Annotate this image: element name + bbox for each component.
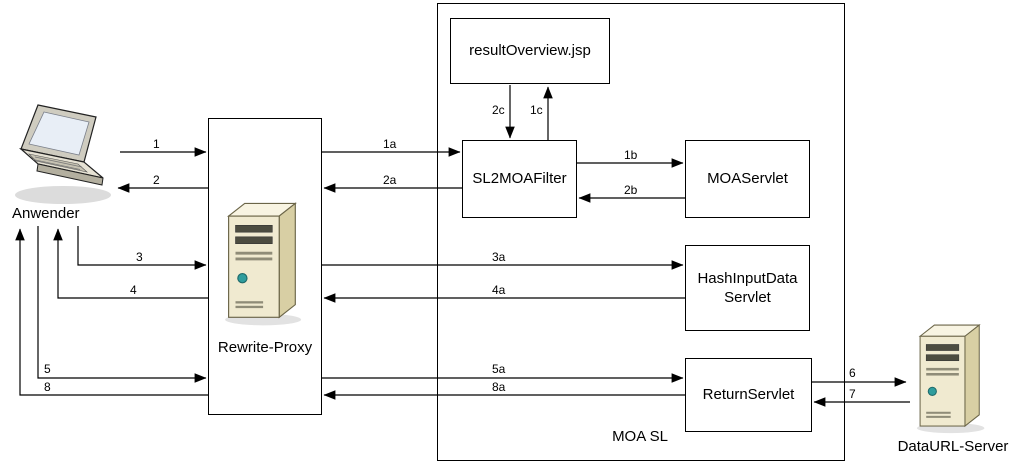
node-moa-servlet-label: MOAServlet: [707, 170, 788, 188]
arrow-label-1c: 1c: [530, 103, 543, 117]
node-hash-input-data-servlet-label-line2: Servlet: [724, 289, 771, 306]
arrow-label-4: 4: [130, 283, 137, 297]
node-sl2moa-filter: SL2MOAFilter: [462, 140, 577, 218]
moa-sl-container: [437, 3, 845, 461]
arrow-label-2c: 2c: [492, 103, 505, 117]
arrow-label-5: 5: [44, 362, 51, 376]
arrow-label-7: 7: [849, 387, 856, 401]
arrow-5: [37, 226, 207, 383]
node-moa-servlet: MOAServlet: [685, 140, 810, 218]
node-rewrite-proxy: [208, 118, 322, 415]
dataurl-server-icon: [916, 324, 985, 434]
node-result-overview: resultOverview.jsp: [450, 18, 610, 84]
arrow-label-2b: 2b: [624, 183, 638, 197]
arrow-label-5a: 5a: [492, 362, 506, 376]
arrow-label-8: 8: [44, 380, 51, 394]
node-return-servlet-label: ReturnServlet: [702, 386, 795, 404]
node-hash-input-data-servlet-label-line1: HashInputData: [697, 269, 798, 287]
node-rewrite-proxy-label: Rewrite-Proxy: [217, 339, 313, 356]
node-sl2moa-filter-label: SL2MOAFilter: [472, 170, 567, 188]
arrow-label-1a: 1a: [383, 137, 397, 151]
arrow-label-3a: 3a: [492, 250, 506, 264]
arrow-label-6: 6: [849, 366, 856, 380]
arrow-label-8a: 8a: [492, 380, 506, 394]
arrow-label-2: 2: [153, 173, 160, 187]
arrow-label-3: 3: [136, 250, 143, 264]
node-hash-input-data-servlet: HashInputData Servlet: [685, 245, 810, 331]
moa-sl-label: MOA SL: [612, 428, 668, 445]
arrow-label-2a: 2a: [383, 173, 397, 187]
node-dataurl-server-label: DataURL-Server: [897, 438, 1009, 455]
arrow-label-1: 1: [153, 137, 160, 151]
arrow-label-1b: 1b: [624, 148, 638, 162]
node-result-overview-label: resultOverview.jsp: [469, 42, 591, 60]
arrow-label-4a: 4a: [492, 283, 506, 297]
node-return-servlet: ReturnServlet: [685, 358, 812, 432]
node-anwender-label: Anwender: [12, 205, 80, 222]
laptop-icon: [15, 104, 111, 204]
